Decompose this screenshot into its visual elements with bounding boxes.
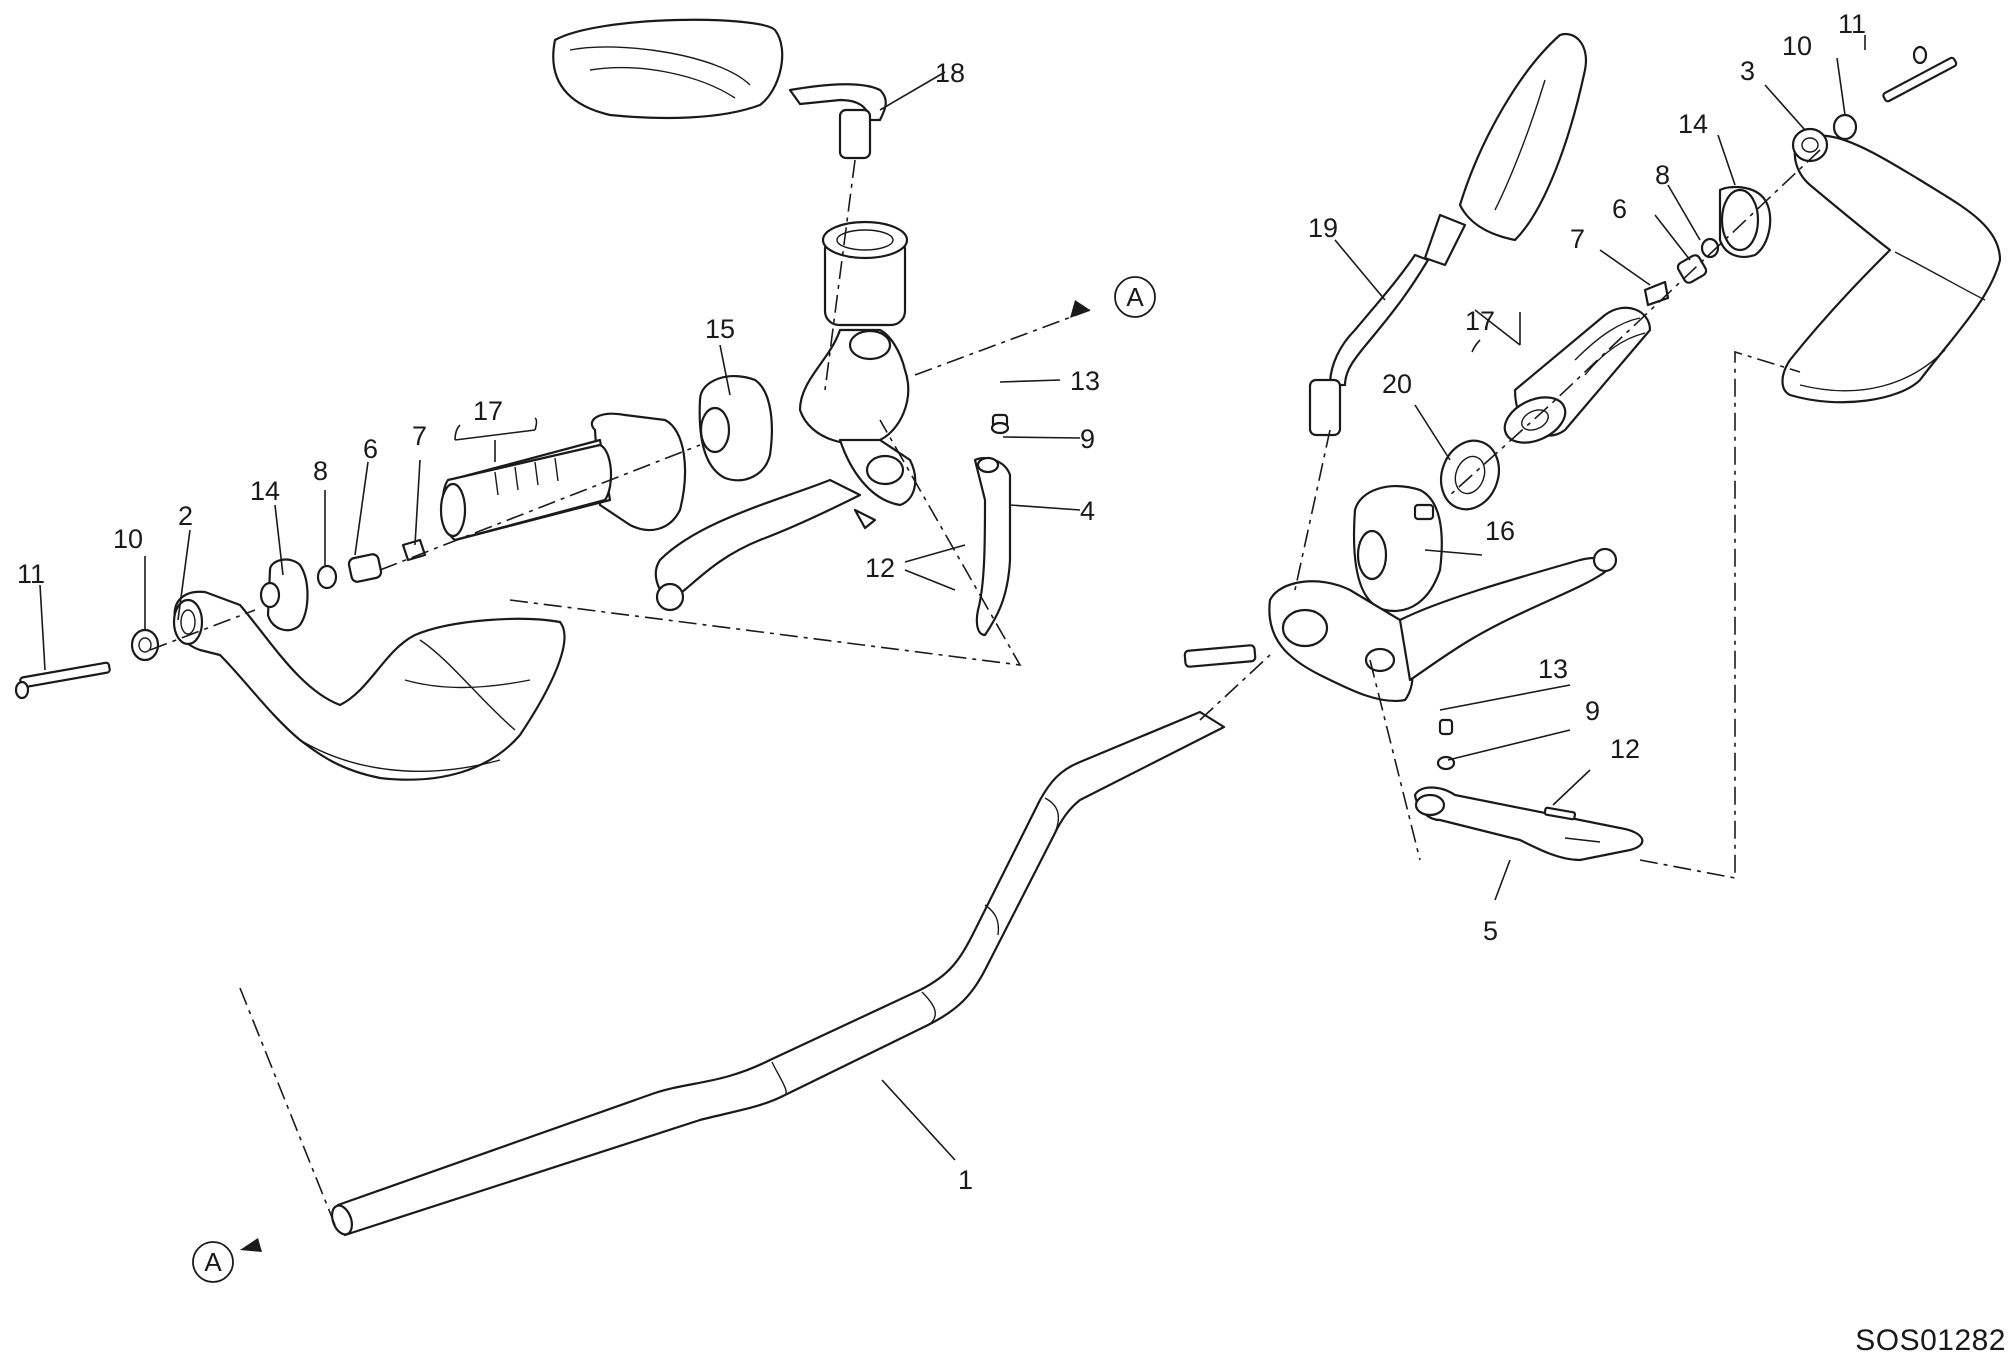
callout-5: 5 xyxy=(1483,916,1498,946)
callout-14: 14 xyxy=(1678,109,1708,139)
callout-13: 13 xyxy=(1070,366,1100,396)
callout-15: 15 xyxy=(705,314,735,344)
left-grip-part xyxy=(439,443,613,542)
callout-labels: 1 2 3 4 5 6 6 7 7 8 8 9 9 10 10 11 11 12… xyxy=(17,9,1866,1195)
callout-4: 4 xyxy=(1080,496,1095,526)
reference-marker-label: A xyxy=(204,1247,222,1277)
callout-17: 17 xyxy=(473,396,503,426)
left-brake-master-cylinder xyxy=(654,220,917,612)
left-lever-guard-part xyxy=(973,413,1012,637)
callout-18: 18 xyxy=(935,58,965,88)
callout-20: 20 xyxy=(1382,369,1412,399)
right-bar-end-parts xyxy=(1643,185,1772,307)
callout-8: 8 xyxy=(313,456,328,486)
callout-16: 16 xyxy=(1485,516,1515,546)
callout-6: 6 xyxy=(1612,194,1627,224)
callout-14: 14 xyxy=(250,476,280,506)
callout-7: 7 xyxy=(412,421,427,451)
left-handguard-part xyxy=(172,590,566,781)
leader-lines xyxy=(39,35,1866,1161)
callout-2: 2 xyxy=(178,501,193,531)
left-mirror-part xyxy=(552,18,887,160)
callout-12: 12 xyxy=(1610,734,1640,764)
callout-6: 6 xyxy=(363,434,378,464)
callout-8: 8 xyxy=(1655,160,1670,190)
reference-marker-top: A xyxy=(1070,276,1156,318)
callout-9: 9 xyxy=(1080,424,1095,454)
left-switch-housing-part xyxy=(698,375,773,482)
handlebar-part xyxy=(331,710,1226,1237)
reference-marker-bottom: A xyxy=(192,1238,262,1283)
callout-13: 13 xyxy=(1538,654,1568,684)
callout-10: 10 xyxy=(113,524,143,554)
right-switch-housing-part xyxy=(1353,485,1443,613)
callout-10: 10 xyxy=(1782,31,1812,61)
right-bolt-parts xyxy=(1832,45,1958,141)
right-bearing-part xyxy=(1439,439,1501,511)
callout-11: 11 xyxy=(17,559,45,589)
assembly-axes xyxy=(149,149,1821,1226)
callout-19: 19 xyxy=(1308,213,1338,243)
drawing-code: SOS01282 xyxy=(1855,1324,2006,1357)
callout-3: 3 xyxy=(1740,56,1755,86)
right-brake-master-cylinder xyxy=(1183,547,1618,703)
left-bar-end-parts xyxy=(14,538,427,700)
callout-7: 7 xyxy=(1570,224,1585,254)
callout-12: 12 xyxy=(865,553,895,583)
right-handguard-part xyxy=(1781,127,2002,404)
callout-11: 11 xyxy=(1838,9,1866,39)
reference-marker-label: A xyxy=(1126,282,1144,312)
callout-1: 1 xyxy=(958,1165,973,1195)
right-mirror-part xyxy=(1308,32,1588,437)
callout-9: 9 xyxy=(1585,696,1600,726)
callout-17: 17 xyxy=(1465,306,1495,336)
right-lever-guard-part xyxy=(1413,718,1644,862)
